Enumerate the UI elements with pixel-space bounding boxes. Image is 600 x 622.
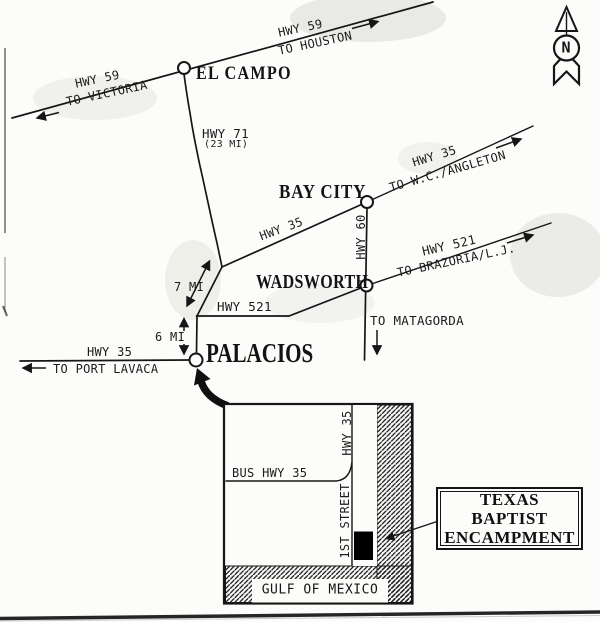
hwy71-distance-label: (23 MI) [204, 139, 249, 150]
junction-marker-bay-city [360, 195, 374, 209]
bay-city-city-label: BAY CITY [279, 181, 367, 203]
north-compass-icon [552, 4, 581, 87]
arrow-to-houston [351, 18, 380, 30]
hwy71-label: HWY 71 [202, 126, 249, 141]
road-hwy59 [11, 1, 434, 119]
distance-7mi-label: 7 MI [174, 280, 205, 294]
road-hwy521-northeast [369, 222, 552, 286]
encampment-marker [354, 531, 373, 560]
scan-artifact-left-edge [2, 48, 8, 317]
gulf-of-mexico-label: GULF OF MEXICO [261, 582, 379, 598]
distance-6mi-label: 6 MI [155, 330, 186, 344]
wadsworth-city-label: WADSWORTH [256, 271, 369, 293]
inset-map [222, 402, 438, 605]
hwy60-label: HWY 60 [354, 214, 368, 260]
road-hwy521-mid [195, 285, 367, 317]
arrow-to-victoria [35, 110, 60, 121]
junction-marker-wadsworth [359, 278, 374, 293]
junction-marker-el-campo [177, 61, 191, 75]
road-hwy35-mid [221, 201, 368, 268]
arrow-to-brazoria [506, 232, 535, 244]
encampment-box: TEXAS BAPTIST ENCAMPMENT [436, 487, 583, 550]
hwy521-middle-label: HWY 521 [217, 299, 272, 314]
arrow-to-angleton [495, 137, 523, 149]
bus-hwy35-label: BUS HWY 35 [232, 466, 308, 480]
encampment-box-inner: TEXAS BAPTIST ENCAMPMENT [440, 489, 579, 548]
bus-hwy35-road [225, 461, 353, 482]
hwy35-west-label: HWY 35 [87, 345, 133, 359]
location-pointer-arrow-icon [194, 368, 230, 410]
arrow-7mi [186, 259, 211, 308]
road-hwy71 [183, 73, 223, 268]
scan-artifact-bottom-edge [0, 610, 600, 622]
to-port-lavaca-label: TO PORT LAVACA [53, 362, 159, 376]
to-matagorda-label: TO MATAGORDA [370, 313, 464, 328]
first-street-label: 1ST STREET [338, 483, 352, 559]
encampment-line3: ENCAMPMENT [444, 528, 575, 548]
junction-marker-palacios [188, 352, 204, 368]
gulf-label-plate [252, 579, 388, 603]
el-campo-city-label: EL CAMPO [196, 63, 292, 84]
encampment-pointer-line [384, 520, 438, 541]
encampment-line2: BAPTIST [471, 508, 548, 528]
compass-north-letter: N [561, 38, 571, 57]
palacios-city-label: PALACIOS [206, 338, 314, 368]
road-hwy35-northeast [366, 125, 534, 203]
hwy35-inset-label: HWY 35 [340, 410, 354, 456]
encampment-line1: TEXAS [479, 489, 540, 509]
road-hwy35-west [19, 359, 191, 362]
